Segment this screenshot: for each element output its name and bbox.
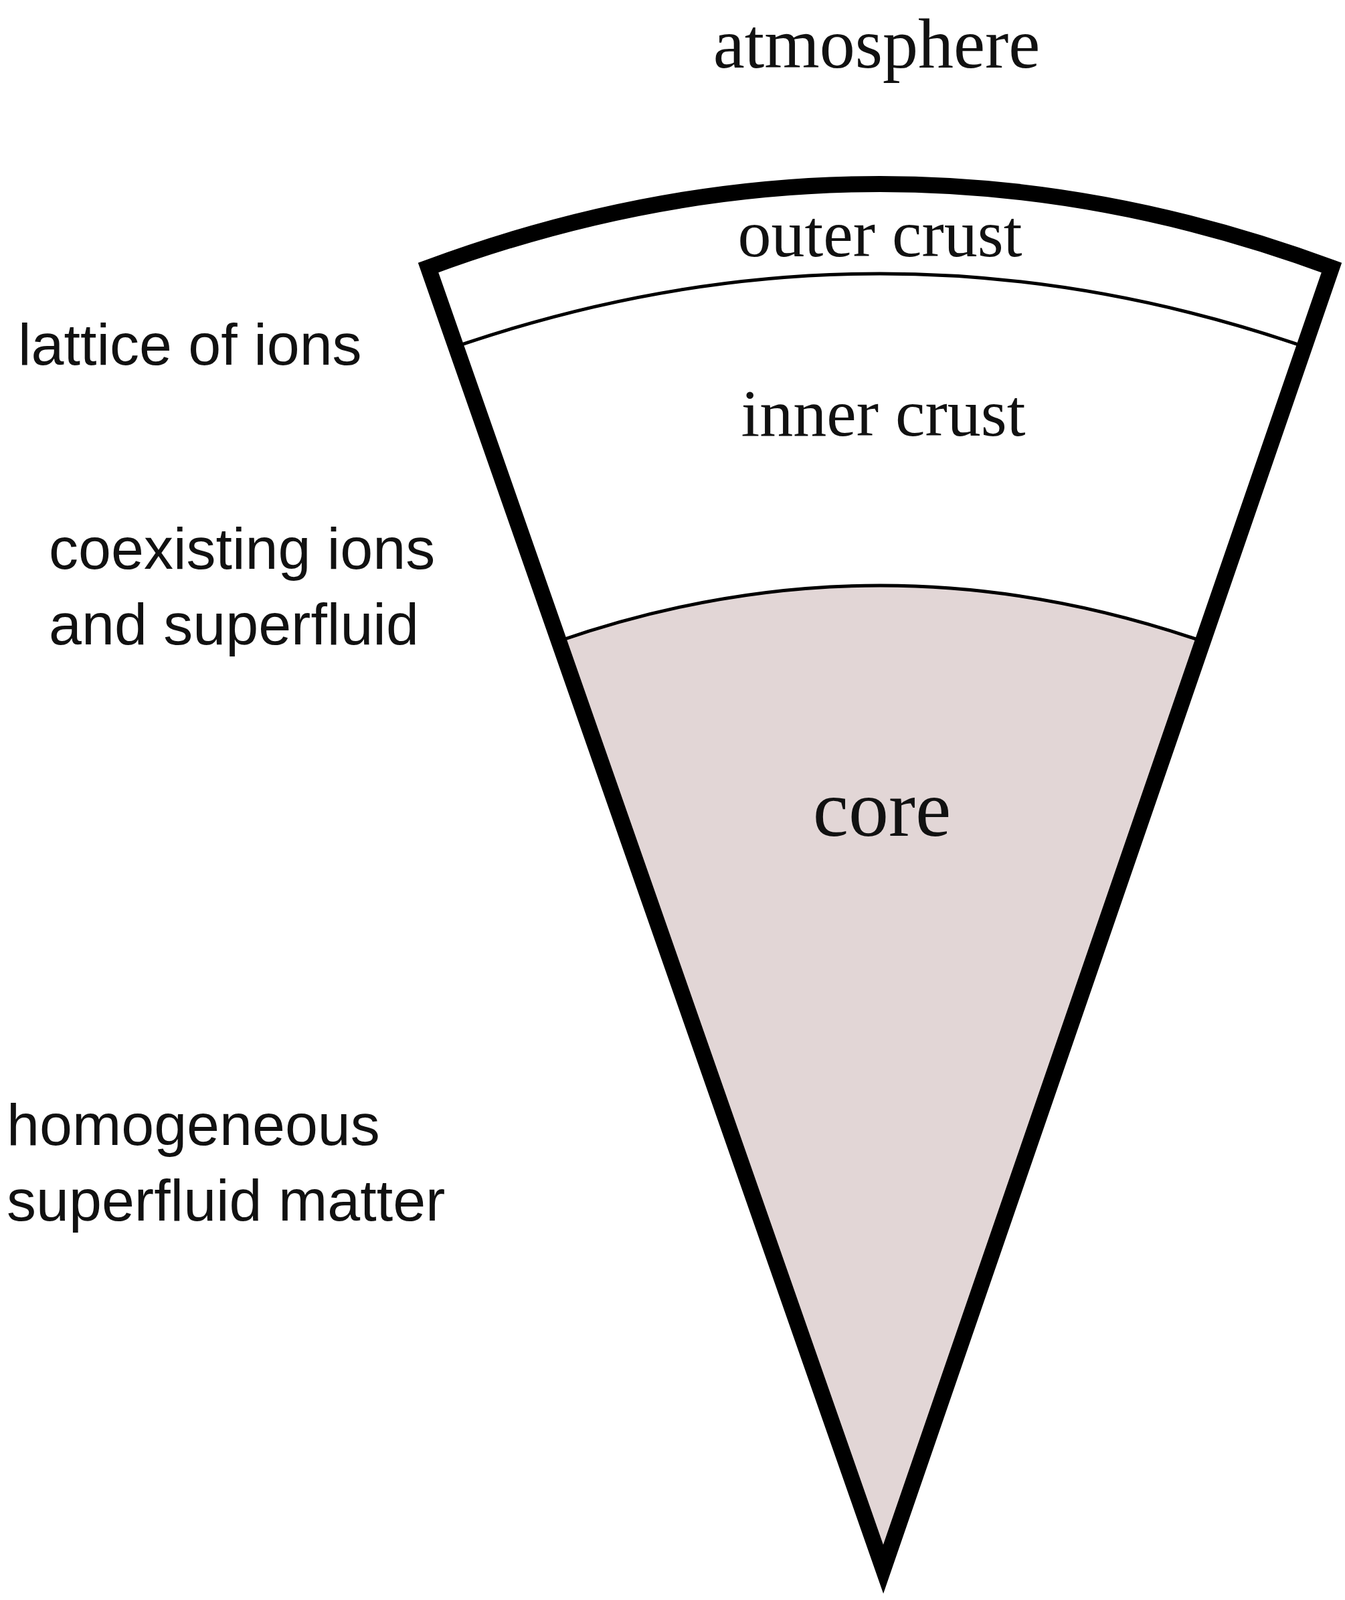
- core-boundary: [558, 585, 1202, 642]
- layer-region: inner crust: [732, 372, 1036, 455]
- layer-region: core: [803, 760, 961, 858]
- layer-name: inner crust: [741, 376, 1026, 451]
- layer-name: outer crust: [738, 197, 1023, 272]
- layer-name: core: [813, 764, 951, 854]
- wedge-outline: [428, 184, 1332, 1570]
- core-region: [558, 585, 1202, 1570]
- layer-region: outer crust: [728, 193, 1032, 276]
- annotation-label: homogeneous superfluid matter: [6, 1087, 502, 1238]
- annotation-label: coexisting ions and superfluid: [48, 511, 491, 662]
- crust-boundary: [455, 273, 1305, 347]
- annotation-label: lattice of ions: [18, 307, 487, 383]
- outer-label: atmosphere: [713, 5, 1041, 84]
